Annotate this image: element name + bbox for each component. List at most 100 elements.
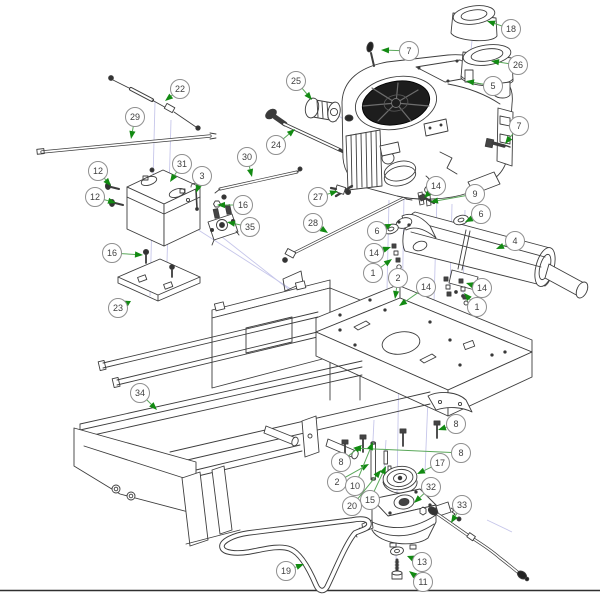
callout-number: 5 — [490, 81, 495, 91]
callout-leader-30 — [247, 166, 254, 177]
battery-tray — [117, 258, 201, 302]
starter-solenoid — [207, 204, 240, 246]
callout-number: 28 — [308, 218, 318, 228]
callout-number: 12 — [90, 192, 100, 202]
callout-number: 2 — [395, 273, 400, 283]
callout-number: 4 — [512, 236, 517, 246]
callout-number: 25 — [291, 76, 301, 86]
callout-30: 30 — [237, 147, 257, 167]
callout-number: 1 — [370, 268, 375, 278]
callout-number: 6 — [374, 226, 379, 236]
callout-22: 22 — [170, 79, 190, 99]
callout-leader-2 — [393, 287, 400, 299]
callout-leader-27 — [326, 190, 338, 197]
callout-number: 8 — [458, 448, 463, 458]
callout-12: 12 — [85, 187, 105, 207]
callout-number: 12 — [93, 166, 103, 176]
callout-leader-16 — [121, 251, 143, 258]
callout-number: 17 — [435, 458, 445, 468]
clutch-bolt — [391, 558, 403, 580]
callout-leaders — [103, 20, 514, 579]
callout-4: 4 — [505, 231, 525, 251]
callout-number: 27 — [313, 192, 323, 202]
callout-leader-20 — [357, 470, 381, 499]
callout-number: 3 — [199, 171, 204, 181]
callout-leader-10 — [358, 442, 373, 478]
callout-leader-25 — [301, 87, 312, 100]
callout-leader-14 — [424, 190, 432, 198]
callout-leader-23 — [124, 300, 131, 307]
callout-11: 11 — [413, 572, 433, 592]
callout-leader-35 — [227, 220, 241, 227]
callout-14: 14 — [472, 278, 492, 298]
callout-27: 27 — [308, 187, 328, 207]
callout-7: 7 — [509, 116, 529, 136]
callout-number: 11 — [418, 577, 427, 587]
callout-leader-7 — [381, 47, 400, 54]
callout-number: 8 — [453, 419, 458, 429]
clutch-washer — [390, 546, 404, 556]
callout-leader-17 — [417, 466, 432, 474]
callout-35: 35 — [240, 217, 260, 237]
callout-8: 8 — [331, 452, 351, 472]
fuel-fitting — [329, 184, 352, 196]
callout-number: 30 — [242, 152, 252, 162]
callout-number: 13 — [417, 557, 427, 567]
callout-leader-31 — [170, 171, 178, 182]
callout-number: 26 — [513, 60, 523, 70]
callout-leader-15 — [373, 466, 386, 492]
callout-32: 32 — [421, 477, 441, 497]
clutch-cable — [427, 506, 530, 582]
callout-number: 1 — [474, 302, 479, 312]
frame — [73, 279, 533, 547]
callout-20: 20 — [342, 496, 362, 516]
callout-leader-6 — [384, 224, 392, 230]
callout-balloons: 2229252430121231316351623341918265772714… — [85, 19, 529, 592]
callout-leader-12 — [103, 197, 116, 204]
support-rod — [36, 132, 217, 155]
callout-number: 14 — [431, 181, 441, 191]
battery-cable — [108, 75, 201, 131]
callout-number: 8 — [338, 457, 343, 467]
callout-leader-5 — [466, 79, 484, 86]
callout-number: 34 — [135, 388, 145, 398]
callout-leader-33 — [451, 512, 458, 523]
callout-23: 23 — [108, 298, 128, 318]
callout-8: 8 — [446, 414, 466, 434]
callout-leader-8 — [348, 445, 362, 457]
callout-15: 15 — [360, 490, 380, 510]
callout-6: 6 — [367, 221, 387, 241]
callout-12: 12 — [88, 161, 108, 181]
callout-number: 7 — [516, 121, 521, 131]
battery — [126, 167, 201, 247]
callout-26: 26 — [508, 55, 528, 75]
spark-plug — [484, 138, 511, 149]
engine — [334, 54, 514, 207]
callout-17: 17 — [430, 453, 450, 473]
callout-25: 25 — [286, 71, 306, 91]
callout-number: 24 — [271, 140, 281, 150]
callout-leader-24 — [282, 129, 295, 140]
callout-8: 8 — [451, 443, 471, 463]
callout-leader-9 — [430, 195, 466, 204]
callout-2: 2 — [388, 268, 408, 288]
callout-34: 34 — [130, 383, 150, 403]
callout-number: 29 — [130, 112, 140, 122]
callout-5: 5 — [483, 76, 503, 96]
callout-number: 19 — [281, 566, 291, 576]
callout-number: 23 — [113, 303, 123, 313]
callout-31: 31 — [172, 154, 192, 174]
drive-belt — [219, 516, 372, 594]
callout-number: 31 — [177, 159, 187, 169]
callout-leader-32 — [414, 493, 425, 503]
callout-16: 16 — [102, 243, 122, 263]
callout-number: 32 — [426, 482, 436, 492]
callout-leader-26 — [491, 59, 509, 66]
callout-number: 33 — [457, 500, 467, 510]
callout-leader-29 — [129, 126, 136, 139]
callout-number: 35 — [245, 222, 255, 232]
callout-number: 22 — [175, 84, 185, 94]
callout-33: 33 — [452, 495, 472, 515]
callout-14: 14 — [426, 176, 446, 196]
